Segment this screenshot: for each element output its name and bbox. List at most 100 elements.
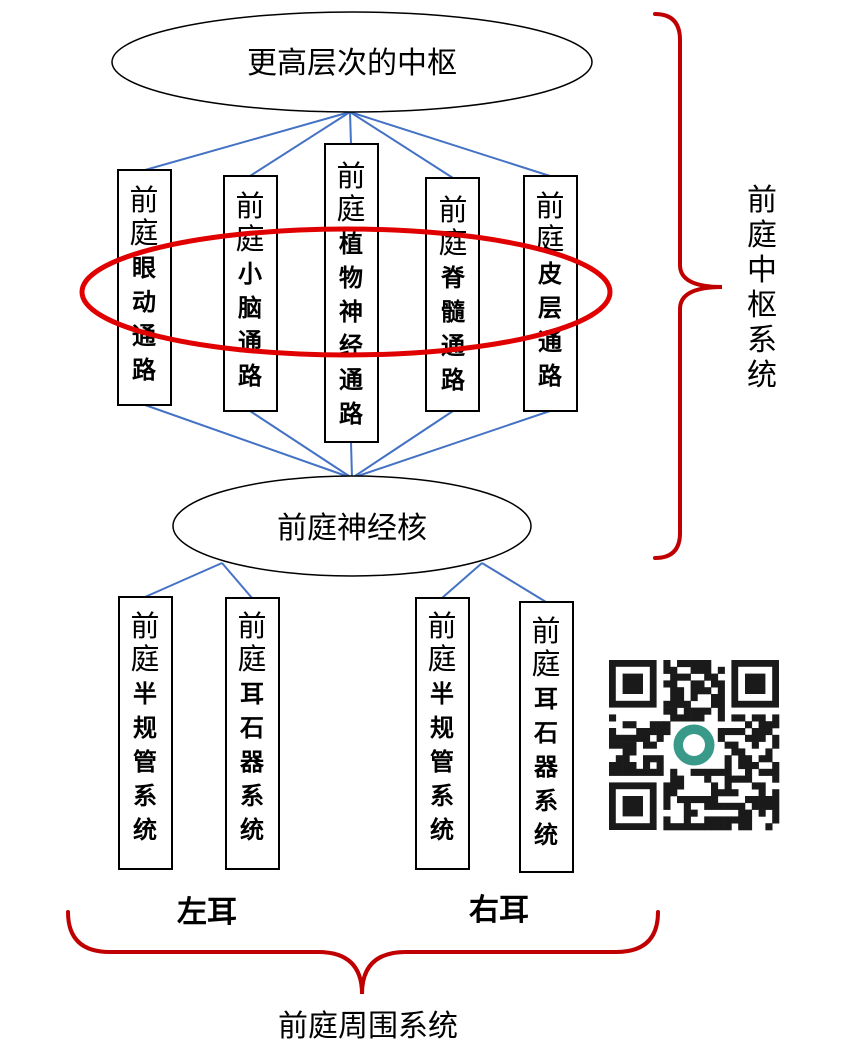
qr-module [677,687,685,695]
qr-module [670,694,678,702]
qr-module [772,789,780,797]
qr-module [683,707,691,715]
qr-module [724,762,732,770]
qr-module [765,755,773,763]
qr-module [622,796,643,817]
qr-module [609,714,617,722]
qr-module [697,687,705,695]
peripheral-system-1-name-char: 半 [133,680,157,708]
qr-module [649,768,657,776]
qr-module [751,734,759,742]
qr-module [772,809,780,817]
qr-module [649,755,657,763]
qr-module [758,734,766,742]
qr-module [758,728,766,736]
qr-module [677,796,685,804]
qr-module [758,755,766,763]
qr-module [677,700,685,708]
qr-module [711,673,719,681]
qr-module [717,816,725,824]
qr-module [711,816,719,824]
central-system-label-char: 枢 [747,288,777,323]
qr-module [711,782,719,790]
qr-module [677,775,685,783]
qr-module [629,748,637,756]
central-pathway-2-prefix-char: 庭 [235,222,264,256]
peripheral-system-2-name-char: 统 [240,816,264,844]
central-pathway-1-name-char: 动 [132,288,156,316]
qr-module [690,660,698,668]
qr-module [690,707,698,715]
qr-module [765,721,773,729]
qr-module [670,666,678,674]
qr-module [772,775,780,783]
central-system-label-char: 系 [747,323,777,358]
qr-module [738,816,746,824]
qr-module [765,748,773,756]
qr-module [745,768,753,776]
qr-module [622,734,630,742]
qr-module [717,694,725,702]
qr-module [724,802,732,810]
qr-module [663,680,671,688]
qr-module [724,823,732,831]
qr-module [615,741,623,749]
qr-module [615,755,623,763]
qr-module [731,816,739,824]
qr-module [663,721,671,729]
qr-module [656,734,664,742]
qr-module [670,789,678,797]
qr-code-icon [609,660,780,831]
qr-module [724,768,732,776]
qr-module [663,816,671,824]
qr-module [663,782,671,790]
qr-module [745,816,753,824]
qr-logo-inner [683,734,705,756]
peripheral-system-1-name-char: 统 [133,816,157,844]
qr-module [690,768,698,776]
qr-module [724,789,732,797]
qr-module [711,680,719,688]
qr-module [690,666,698,674]
qr-module [670,700,678,708]
central-pathway-3-name-char: 物 [339,264,363,292]
qr-module [704,768,712,776]
right-ear-label: 右耳 [469,893,529,928]
qr-module [772,721,780,729]
qr-module [683,823,691,831]
qr-module [765,768,773,776]
qr-module [670,680,678,688]
central-pathway-2-prefix-char: 前 [235,189,264,223]
qr-module [677,673,685,681]
qr-module [643,741,651,749]
qr-module [663,802,671,810]
qr-module [711,694,719,702]
qr-module [683,809,691,817]
qr-module [670,775,678,783]
qr-module [609,728,617,736]
qr-module [622,768,630,776]
central-pathway-3-name-char: 植 [339,230,363,258]
qr-module [704,823,712,831]
qr-module [758,809,766,817]
central-pathway-5-prefix-char: 前 [535,189,564,223]
qr-module [643,728,651,736]
peripheral-system-3-name-char: 统 [430,816,454,844]
central-pathway-5-name-char: 路 [538,362,563,390]
qr-module [745,673,766,694]
qr-module [758,768,766,776]
qr-module [677,660,685,668]
qr-module [690,694,698,702]
qr-module [609,741,617,749]
central-pathway-1-name-char: 路 [132,356,157,384]
central-pathway-4-name-char: 通 [441,332,465,360]
peripheral-system-1-name-char: 规 [133,714,157,742]
qr-module [717,823,725,831]
qr-module [697,660,705,668]
qr-module [745,734,753,742]
central-pathway-3-name-char: 路 [339,400,364,428]
central-pathway-2-name-char: 小 [238,260,262,288]
qr-module [738,728,746,736]
qr-module [683,796,691,804]
